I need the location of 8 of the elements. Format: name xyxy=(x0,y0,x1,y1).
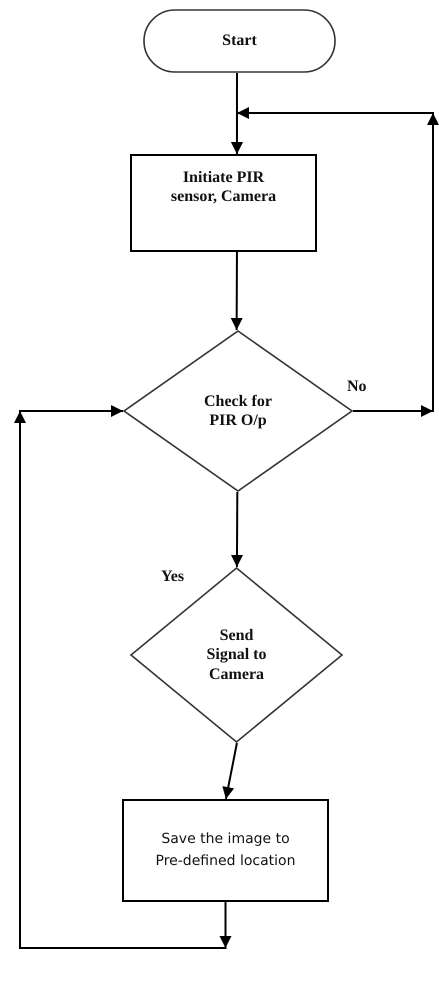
node-text: Send Signal to Camera xyxy=(205,626,268,684)
node-text: Save the image to Pre-defined location xyxy=(154,830,296,870)
decision-diamond xyxy=(130,567,343,743)
node-text: Check for PIR O/p xyxy=(203,392,273,430)
process-box xyxy=(122,799,329,902)
node-text: Start xyxy=(221,31,258,51)
process-box xyxy=(130,154,317,252)
node-text: Initiate PIR sensor, Camera xyxy=(170,168,278,206)
